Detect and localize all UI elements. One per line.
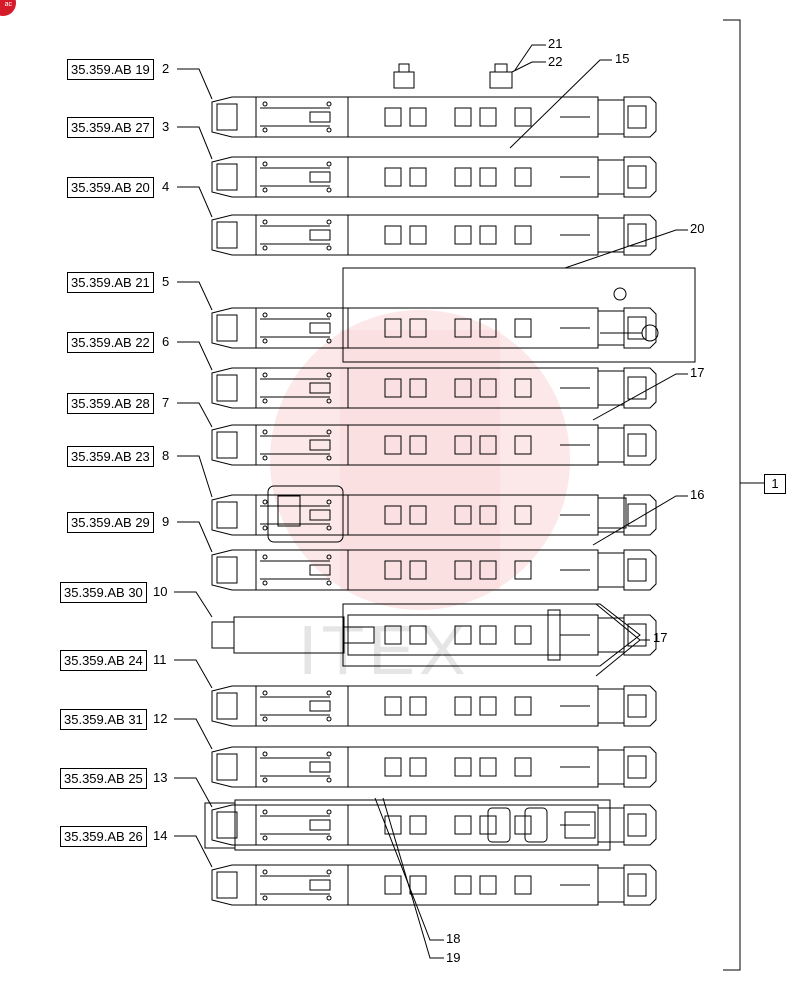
section-number-9: 9	[162, 514, 170, 529]
section-number-14: 14	[153, 828, 168, 843]
callout-15: 15	[615, 51, 630, 66]
section-number-13: 13	[153, 770, 168, 785]
callout-20: 20	[690, 221, 705, 236]
valve-section-6	[211, 367, 657, 409]
section-number-6: 6	[162, 334, 170, 349]
ref-label-13[interactable]: 35.359.AB 25	[60, 768, 147, 789]
section-number-11: 11	[153, 652, 167, 667]
ref-label-11[interactable]: 35.359.AB 24	[60, 650, 147, 671]
section-number-7: 7	[162, 395, 170, 410]
ref-label-6[interactable]: 35.359.AB 22	[67, 332, 154, 353]
ref-label-9[interactable]: 35.359.AB 29	[67, 512, 154, 533]
callout-17-upper: 17	[690, 365, 705, 380]
valve-sections	[211, 96, 657, 906]
callout-18: 18	[446, 931, 461, 946]
callout-16: 16	[690, 487, 705, 502]
ref-label-5[interactable]: 35.359.AB 21	[67, 272, 154, 293]
ref-label-10[interactable]: 35.359.AB 30	[60, 582, 147, 603]
section-number-4: 4	[162, 179, 170, 194]
ref-label-2[interactable]: 35.359.AB 19	[67, 59, 154, 80]
valve-section-7	[211, 424, 657, 466]
valve-section-2	[211, 96, 657, 138]
section-number-10: 10	[153, 584, 168, 599]
valve-section-4	[211, 214, 657, 256]
section-number-8: 8	[162, 448, 170, 463]
section-number-12: 12	[153, 711, 168, 726]
callout-19: 19	[446, 950, 461, 965]
valve-section-12	[211, 746, 657, 788]
valve-section-10	[211, 614, 657, 656]
ref-label-8[interactable]: 35.359.AB 23	[67, 446, 154, 467]
ref-label-3[interactable]: 35.359.AB 27	[67, 117, 154, 138]
leader-lines	[174, 44, 688, 959]
section-number-3: 3	[162, 119, 170, 134]
valve-section-14	[211, 864, 657, 906]
ref-label-4[interactable]: 35.359.AB 20	[67, 177, 154, 198]
ref-label-7[interactable]: 35.359.AB 28	[67, 393, 154, 414]
valve-section-11	[211, 685, 657, 727]
ref-label-12[interactable]: 35.359.AB 31	[60, 709, 147, 730]
callout-17-lower: 17	[653, 630, 668, 645]
valve-section-3	[211, 156, 657, 198]
ref-label-14[interactable]: 35.359.AB 26	[60, 826, 147, 847]
assembly-reference-box: 1	[764, 474, 786, 494]
section-number-5: 5	[162, 274, 170, 289]
section-number-2: 2	[162, 61, 170, 76]
callout-21: 21	[548, 36, 563, 51]
valve-section-13	[211, 804, 657, 846]
corner-logo: ac	[0, 0, 16, 16]
callout-22: 22	[548, 54, 563, 69]
valve-section-9	[211, 549, 657, 591]
valve-section-5	[211, 307, 657, 349]
central-body-details	[204, 19, 764, 971]
